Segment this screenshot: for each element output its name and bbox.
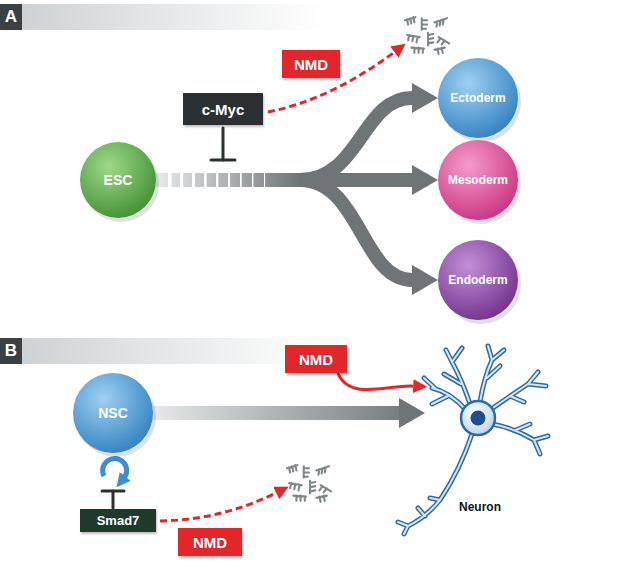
differentiation-arrow xyxy=(153,406,399,420)
node-text: Endoderm xyxy=(448,273,507,287)
panel-label: B xyxy=(0,338,22,364)
node-text: Mesoderm xyxy=(448,173,508,187)
stem-gap xyxy=(228,172,230,188)
gene-box: c-Myc xyxy=(183,93,263,125)
panel-letter: A xyxy=(5,7,17,27)
stem-gap xyxy=(252,172,253,188)
node-text: Ectoderm xyxy=(450,91,505,105)
gene-box: Smad7 xyxy=(80,509,156,532)
stem-gap xyxy=(204,172,207,188)
germ-layer-circle: Mesoderm xyxy=(438,140,518,220)
germ-layer-circle: Endoderm xyxy=(438,240,518,320)
stem-cell-circle: ESC xyxy=(80,142,156,218)
stem-gap xyxy=(240,172,242,188)
stem-gap xyxy=(216,172,218,188)
node-text: ESC xyxy=(104,172,133,188)
stem-gap xyxy=(180,172,183,188)
stem-cell-circle: NSC xyxy=(73,373,153,453)
node-text: Neuron xyxy=(459,500,501,514)
stem-gap xyxy=(264,172,265,188)
node-text: NMD xyxy=(193,534,227,551)
nmd-arrow xyxy=(338,373,414,390)
nmd-box: NMD xyxy=(282,50,340,78)
stem-gap xyxy=(168,172,172,188)
node-text: NSC xyxy=(98,405,128,421)
neuron-cell: Neuron xyxy=(425,360,535,518)
node-text: Smad7 xyxy=(97,513,140,528)
node-text: NMD xyxy=(299,351,333,368)
panel-letter: B xyxy=(5,341,17,361)
node-text: NMD xyxy=(294,56,328,73)
nmd-box: NMD xyxy=(285,345,347,373)
node-text: c-Myc xyxy=(202,101,245,118)
panel-label: A xyxy=(0,4,22,30)
nmd-box: NMD xyxy=(178,528,242,556)
differentiation-arrow xyxy=(156,180,412,280)
stem-gap xyxy=(192,172,195,188)
germ-layer-circle: Ectoderm xyxy=(438,58,518,138)
